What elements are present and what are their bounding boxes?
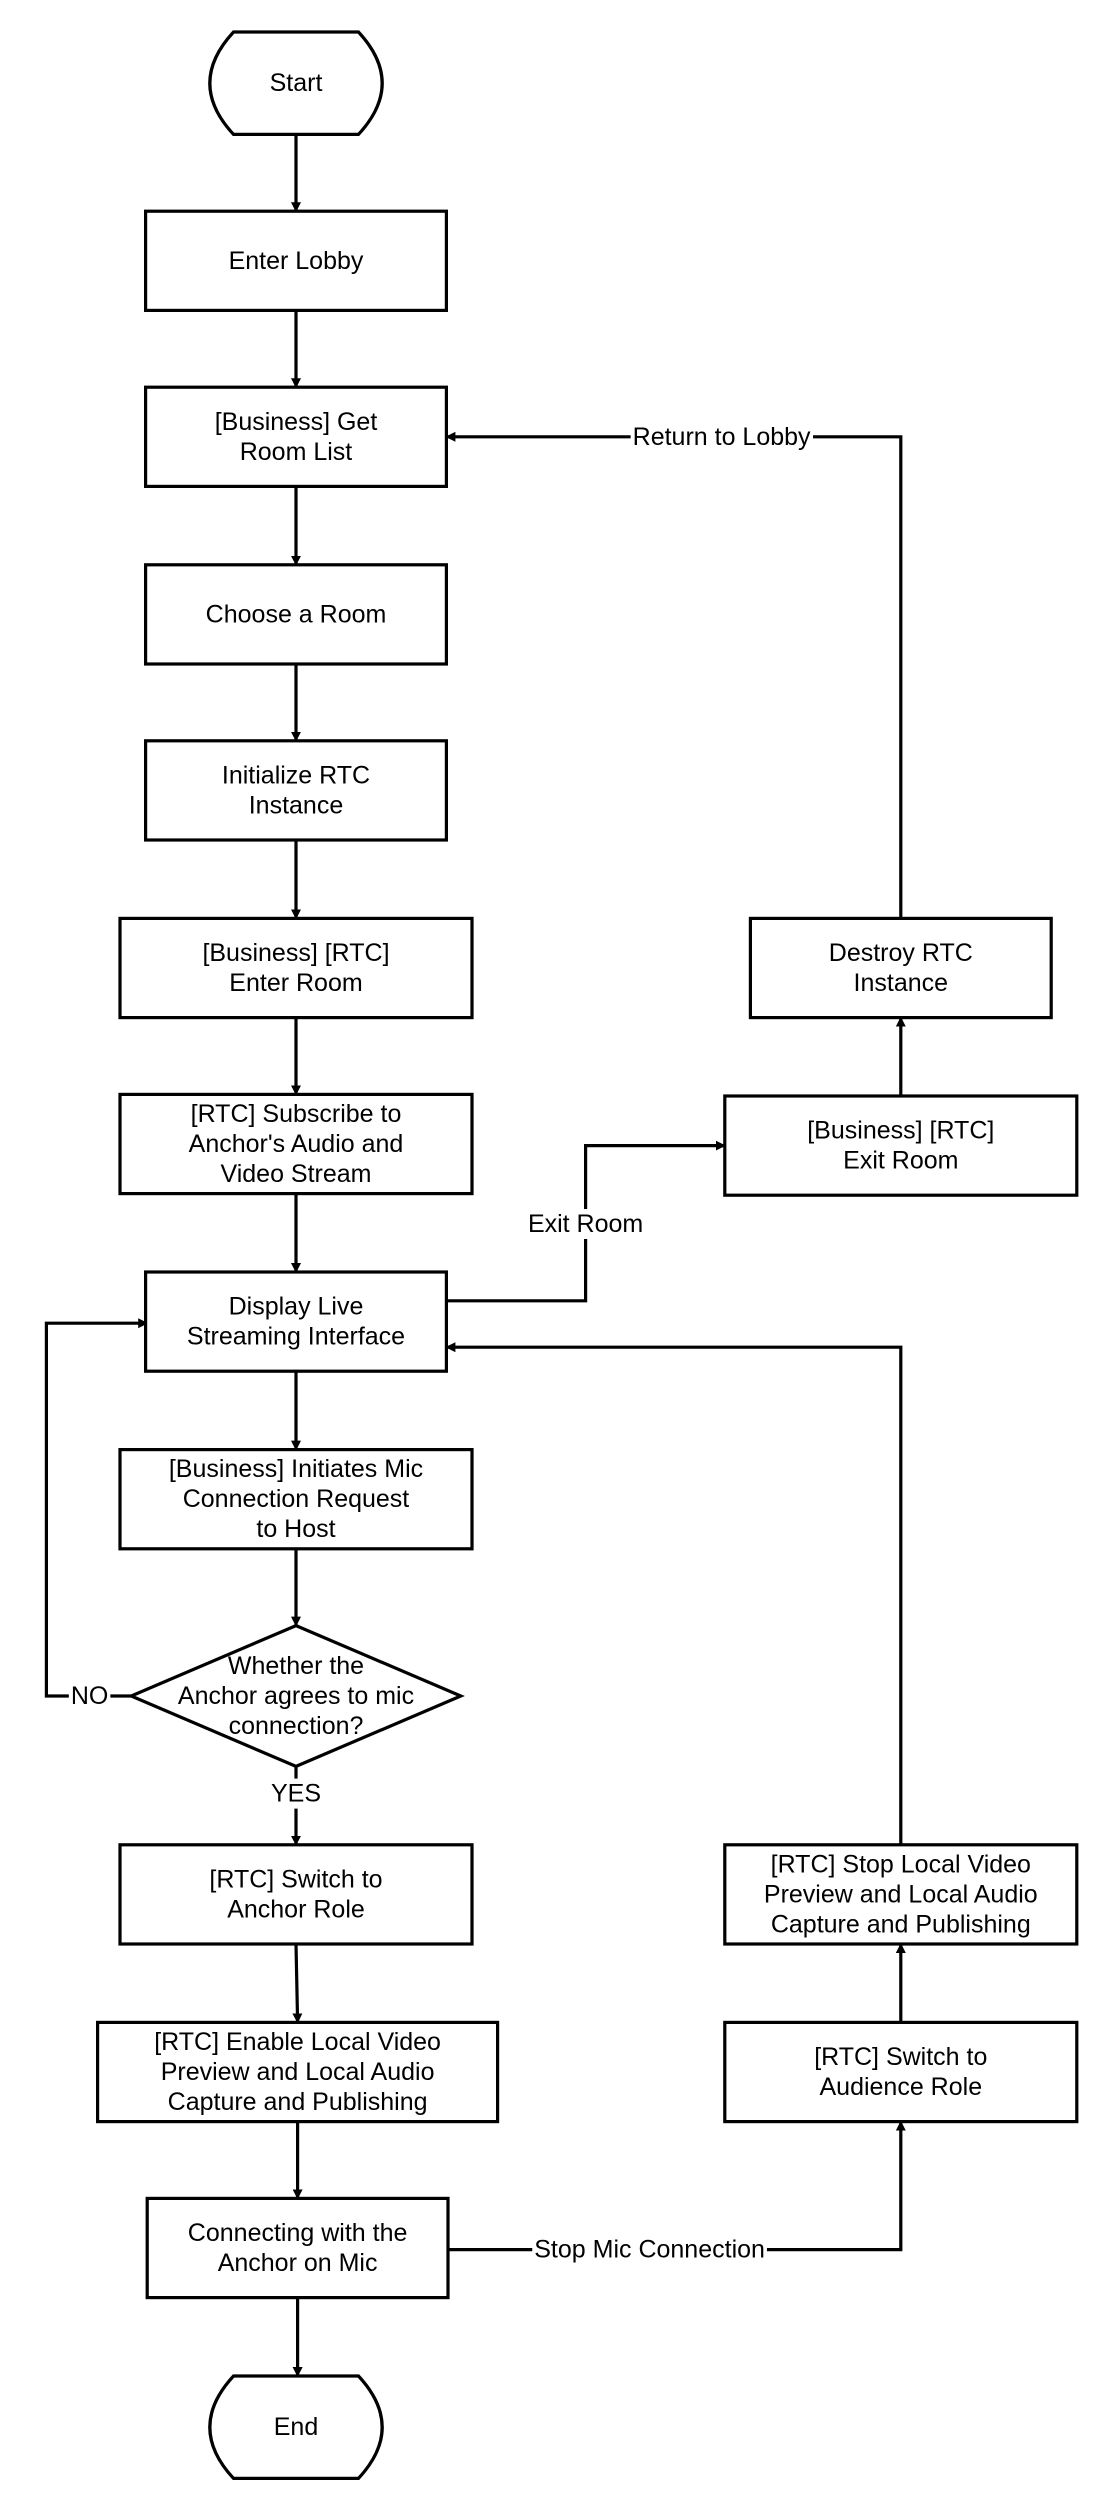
process-box <box>748 916 1053 1020</box>
node-label-line: to Host <box>256 1515 335 1543</box>
edge-connecting-to-switch_audience: Stop Mic Connection <box>448 2120 906 2265</box>
node-label-line: Capture and Publishing <box>771 1910 1031 1938</box>
process-box <box>118 1092 474 1196</box>
node-label-line: Choose a Room <box>206 600 387 628</box>
process-box <box>118 1447 474 1551</box>
edge-stop_local-to-display_live <box>445 1342 903 1845</box>
terminal-shape <box>208 30 384 136</box>
edge-line <box>292 1943 303 2024</box>
edge-label-background <box>525 1209 646 1239</box>
process-box <box>144 563 448 666</box>
edge-anchor_agrees-to-display_live: NO <box>44 1318 149 1711</box>
process-box <box>118 916 474 1020</box>
edge-label-background <box>630 421 814 452</box>
node-label-line: Capture and Publishing <box>168 2088 428 2116</box>
node-label-line: Exit Room <box>843 1147 958 1175</box>
node-end: End <box>208 2374 384 2480</box>
node-label-line: Instance <box>854 969 949 997</box>
edge-label: NO <box>71 1682 109 1710</box>
process-box <box>144 739 448 842</box>
node-label-line: [Business] Initiates Mic <box>169 1455 423 1483</box>
edge-line <box>445 1342 903 1845</box>
node-label-line: [RTC] Enable Local Video <box>154 2028 441 2056</box>
edge-label-background <box>68 1681 111 1711</box>
edge-label-background <box>532 2234 767 2265</box>
node-label-line: Anchor's Audio and <box>189 1130 404 1158</box>
node-label-line: Start <box>270 69 323 97</box>
node-label-line: [RTC] Subscribe to <box>191 1100 402 1128</box>
node-label-line: Anchor agrees to mic <box>178 1682 414 1710</box>
process-box <box>144 1270 448 1373</box>
node-label-line: [RTC] Stop Local Video <box>771 1850 1031 1878</box>
edge-line <box>445 431 903 919</box>
node-label-line: [Business] [RTC] <box>202 939 389 967</box>
node-label-line: Initialize RTC <box>222 761 370 789</box>
node-label-line: Preview and Local Audio <box>764 1880 1038 1908</box>
process-box <box>144 385 448 489</box>
node-enter-room: [Business] [RTC]Enter Room <box>118 916 474 1020</box>
node-label-line: Whether the <box>228 1652 364 1680</box>
node-label-line: Destroy RTC <box>829 939 973 967</box>
node-label-line: End <box>274 2413 318 2441</box>
node-label-line: Streaming Interface <box>187 1323 405 1351</box>
process-box <box>144 209 448 312</box>
node-label-line: [RTC] Switch to <box>209 1865 382 1893</box>
node-label-line: Video Stream <box>220 1160 371 1188</box>
edge-display_live-to-exit_room: Exit Room <box>446 1140 726 1303</box>
node-label-line: Enter Lobby <box>229 247 364 275</box>
node-label-line: [Business] [RTC] <box>807 1117 994 1145</box>
node-label-line: Connecting with the <box>188 2219 408 2247</box>
edge-line <box>448 2120 906 2252</box>
process-box <box>95 2020 500 2124</box>
node-exit-room: [Business] [RTC]Exit Room <box>723 1094 1079 1197</box>
node-label-line: Connection Request <box>183 1485 410 1513</box>
node-label-line: [Business] Get <box>215 408 378 436</box>
edge-label-background <box>268 1778 324 1809</box>
edge-switch_anchor-to-enable_local <box>292 1943 303 2024</box>
process-box <box>145 2196 450 2300</box>
process-box <box>723 1094 1079 1197</box>
node-label-line: Room List <box>240 438 353 466</box>
process-box <box>723 2020 1079 2124</box>
edge-label: YES <box>271 1780 321 1808</box>
node-label-line: Audience Role <box>819 2073 982 2101</box>
node-label-line: Enter Room <box>229 969 362 997</box>
process-box <box>118 1843 474 1946</box>
node-choose-room: Choose a Room <box>144 563 448 666</box>
node-label-line: Anchor on Mic <box>218 2249 378 2277</box>
process-box <box>723 1843 1079 1946</box>
node-label-line: Anchor Role <box>227 1895 365 1923</box>
edge-label: Return to Lobby <box>633 423 811 451</box>
node-enter-lobby: Enter Lobby <box>144 209 448 312</box>
decision-diamond <box>127 1623 465 1769</box>
edge-label: Exit Room <box>528 1210 643 1238</box>
node-label-line: [RTC] Switch to <box>814 2043 987 2071</box>
edge-label: Stop Mic Connection <box>534 2236 765 2264</box>
edge-destroy_rtc-to-get_room_list: Return to Lobby <box>445 421 903 919</box>
terminal-shape <box>208 2374 384 2480</box>
node-label-line: connection? <box>229 1712 364 1740</box>
node-label-line: Display Live <box>229 1293 364 1321</box>
node-start: Start <box>208 30 384 136</box>
node-label-line: Instance <box>249 791 344 819</box>
node-label-line: Preview and Local Audio <box>161 2058 435 2086</box>
edge-anchor_agrees-to-switch_anchor: YES <box>268 1766 324 1846</box>
